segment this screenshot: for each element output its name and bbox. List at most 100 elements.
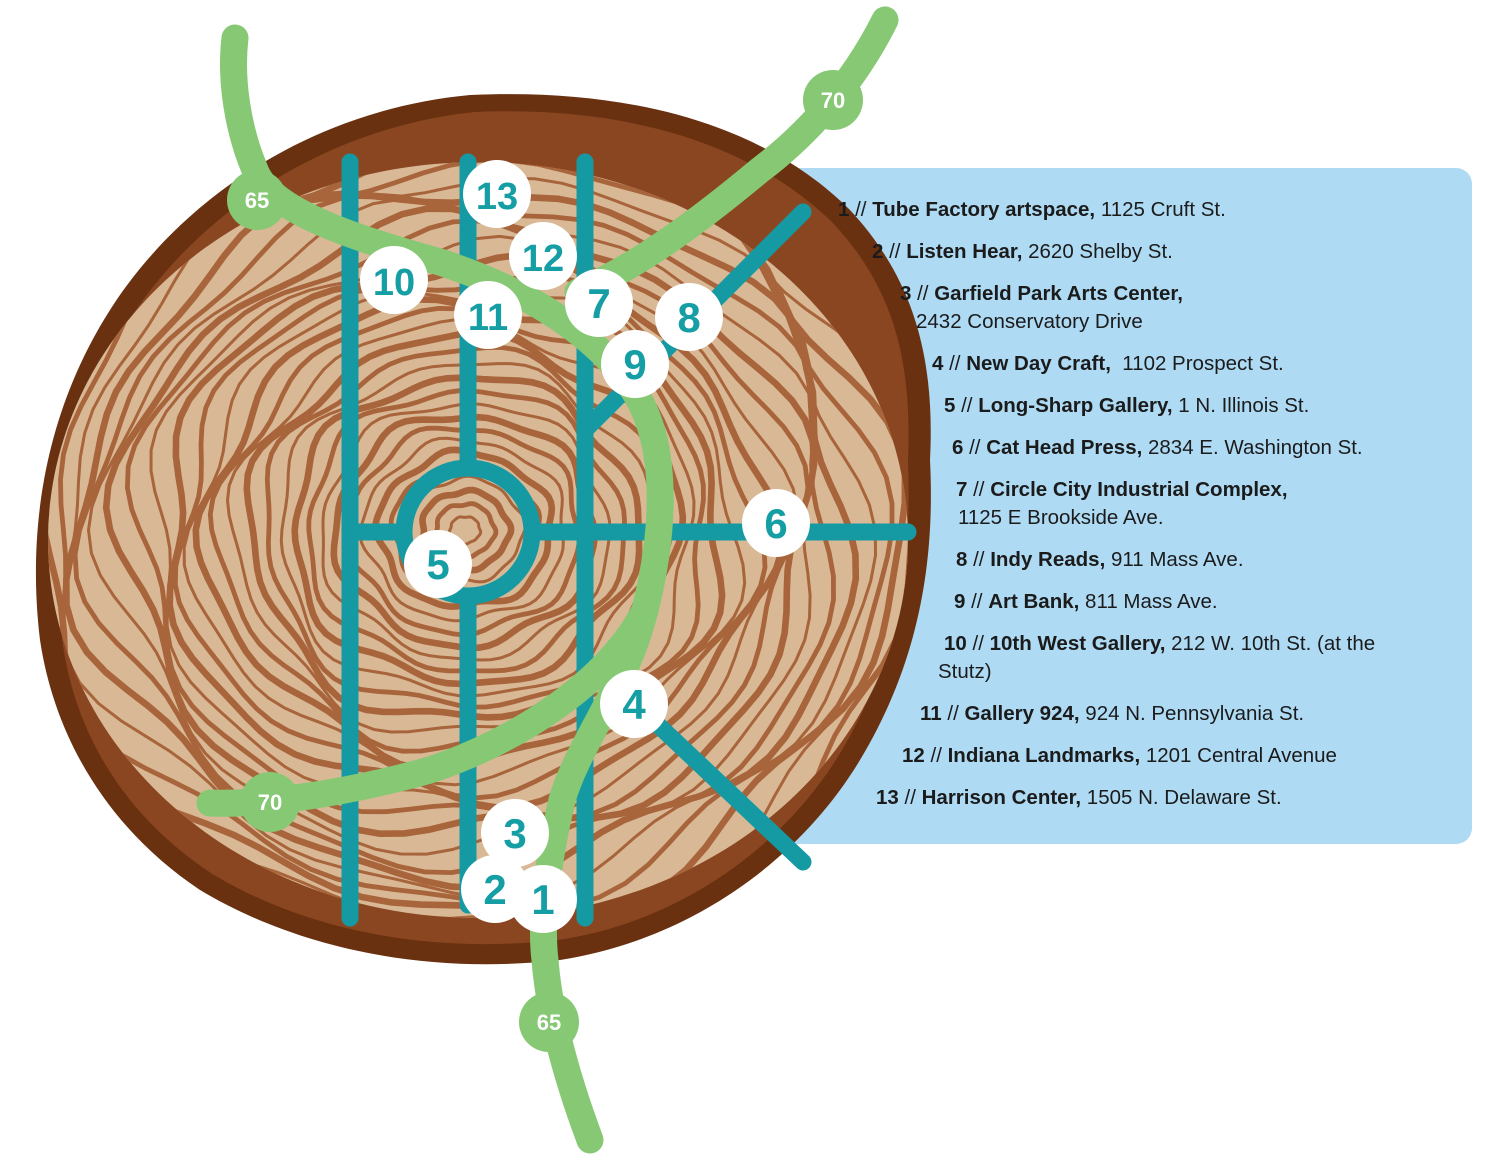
legend-separator: // <box>924 744 948 767</box>
venue-marker-label: 3 <box>503 810 526 857</box>
tree-ring <box>419 486 515 574</box>
legend-venue-name: Harrison Center, <box>921 786 1082 809</box>
legend-venue-name: Long-Sharp Gallery, <box>978 394 1173 417</box>
highway-shield <box>519 992 579 1052</box>
legend-number: 5 <box>944 394 956 417</box>
tree-ring <box>321 402 612 662</box>
venue-marker-label: 6 <box>764 500 787 547</box>
legend-number: 6 <box>952 436 964 459</box>
legend-separator: // <box>967 478 991 501</box>
legend-venue-name: Indy Reads, <box>990 548 1106 571</box>
legend-address: 1 N. Illinois St. <box>1172 394 1310 417</box>
legend-number: 2 <box>872 240 884 263</box>
legend-separator: // <box>955 394 979 417</box>
legend-separator: // <box>941 702 965 725</box>
legend-number: 3 <box>900 282 912 305</box>
highway-shield-label: 65 <box>537 1010 561 1035</box>
tree-ring <box>433 501 499 560</box>
legend-venue-name: Garfield Park Arts Center, <box>934 282 1183 305</box>
highway-shield <box>803 70 863 130</box>
street-prospect <box>646 713 812 871</box>
legend-address: 1102 Prospect St. <box>1110 352 1284 375</box>
legend-separator: // <box>898 786 922 809</box>
legend-separator: // <box>966 632 990 655</box>
venue-marker-13[interactable] <box>463 160 531 228</box>
legend-separator: // <box>967 548 991 571</box>
legend-number: 9 <box>954 590 966 613</box>
venue-marker-label: 9 <box>623 341 646 388</box>
legend-address: 911 Mass Ave. <box>1105 548 1244 571</box>
legend-address: 212 W. 10th St. (at the <box>1165 632 1376 655</box>
legend-number: 11 <box>920 702 942 725</box>
legend-address: 1505 N. Delaware St. <box>1081 786 1282 809</box>
legend-entry: 10 // 10th West Gallery, 212 W. 10th St.… <box>944 630 1375 658</box>
venue-marker-label: 4 <box>622 681 646 728</box>
venue-marker-label: 5 <box>426 541 449 588</box>
legend-separator: // <box>963 436 987 459</box>
legend-number: 13 <box>876 786 899 809</box>
legend-venue-name: Tube Factory artspace, <box>872 198 1096 221</box>
legend-number: 4 <box>932 352 944 375</box>
tree-ring <box>291 374 643 688</box>
highway-shield <box>240 772 300 832</box>
venue-marker-12[interactable] <box>509 222 577 290</box>
legend-separator: // <box>883 240 907 263</box>
legend-address: 924 N. Pennsylvania St. <box>1079 702 1305 725</box>
legend-entry: 2 // Listen Hear, 2620 Shelby St. <box>872 238 1173 266</box>
venue-marker-label: 7 <box>587 280 610 327</box>
legend-separator: // <box>911 282 935 305</box>
legend-address-continued: Stutz) <box>938 660 992 683</box>
venue-marker-label: 1 <box>531 876 554 923</box>
legend-number: 8 <box>956 548 968 571</box>
legend-address: 811 Mass Ave. <box>1079 590 1218 613</box>
legend-venue-name: Art Bank, <box>988 590 1080 613</box>
legend-address: 2834 E. Washington St. <box>1142 436 1363 459</box>
venue-marker-7[interactable] <box>565 269 633 337</box>
legend-number: 7 <box>956 478 968 501</box>
monument-circle <box>395 459 541 605</box>
venue-marker-10[interactable] <box>360 246 428 314</box>
venue-marker-4[interactable] <box>600 670 668 738</box>
legend-entry: 7 // Circle City Industrial Complex, <box>956 476 1288 504</box>
legend-separator: // <box>943 352 967 375</box>
legend-entry: 5 // Long-Sharp Gallery, 1 N. Illinois S… <box>944 392 1309 420</box>
venue-marker-11[interactable] <box>454 281 522 349</box>
legend-address: 1201 Central Avenue <box>1140 744 1337 767</box>
venue-marker-9[interactable] <box>601 330 669 398</box>
venue-marker-8[interactable] <box>655 283 723 351</box>
legend-venue-name: 10th West Gallery, <box>989 632 1166 655</box>
venue-marker-3[interactable] <box>481 799 549 867</box>
highway-shield <box>227 170 287 230</box>
legend-venue-name: New Day Craft, <box>966 352 1111 375</box>
legend-entry: 1 // Tube Factory artspace, 1125 Cruft S… <box>838 196 1226 224</box>
legend-entry: 3 // Garfield Park Arts Center, <box>900 280 1183 308</box>
highway-shield-label: 70 <box>821 88 845 113</box>
legend-number: 12 <box>902 744 925 767</box>
legend-venue-name: Indiana Landmarks, <box>947 744 1141 767</box>
legend-separator: // <box>965 590 989 613</box>
legend-address: 2620 Shelby St. <box>1022 240 1173 263</box>
venue-marker-2[interactable] <box>461 855 529 923</box>
legend-address: 1125 Cruft St. <box>1095 198 1226 221</box>
legend-entry: 8 // Indy Reads, 911 Mass Ave. <box>956 546 1244 574</box>
legend-entry: 11 // Gallery 924, 924 N. Pennsylvania S… <box>920 700 1304 728</box>
venue-marker-6[interactable] <box>742 489 810 557</box>
legend-entry: 6 // Cat Head Press, 2834 E. Washington … <box>952 434 1363 462</box>
highway-shield-label: 70 <box>258 790 282 815</box>
venue-marker-label: 13 <box>476 176 518 218</box>
legend-venue-name: Circle City Industrial Complex, <box>990 478 1288 501</box>
venue-marker-5[interactable] <box>404 530 472 598</box>
venue-marker-label: 12 <box>522 238 564 280</box>
tree-ring <box>279 362 657 698</box>
legend-entry: 4 // New Day Craft, 1102 Prospect St. <box>932 350 1284 378</box>
highway-shield-label: 65 <box>245 188 269 213</box>
legend-address-continued: 2432 Conservatory Drive <box>916 310 1143 333</box>
legend-address-continued: 1125 E Brookside Ave. <box>958 506 1164 529</box>
legend-entry: 13 // Harrison Center, 1505 N. Delaware … <box>876 784 1282 812</box>
legend-venue-name: Cat Head Press, <box>986 436 1143 459</box>
legend-number: 1 <box>838 198 850 221</box>
legend-entry: 12 // Indiana Landmarks, 1201 Central Av… <box>902 742 1337 770</box>
legend-venue-name: Listen Hear, <box>906 240 1023 263</box>
venue-marker-label: 11 <box>468 297 508 339</box>
